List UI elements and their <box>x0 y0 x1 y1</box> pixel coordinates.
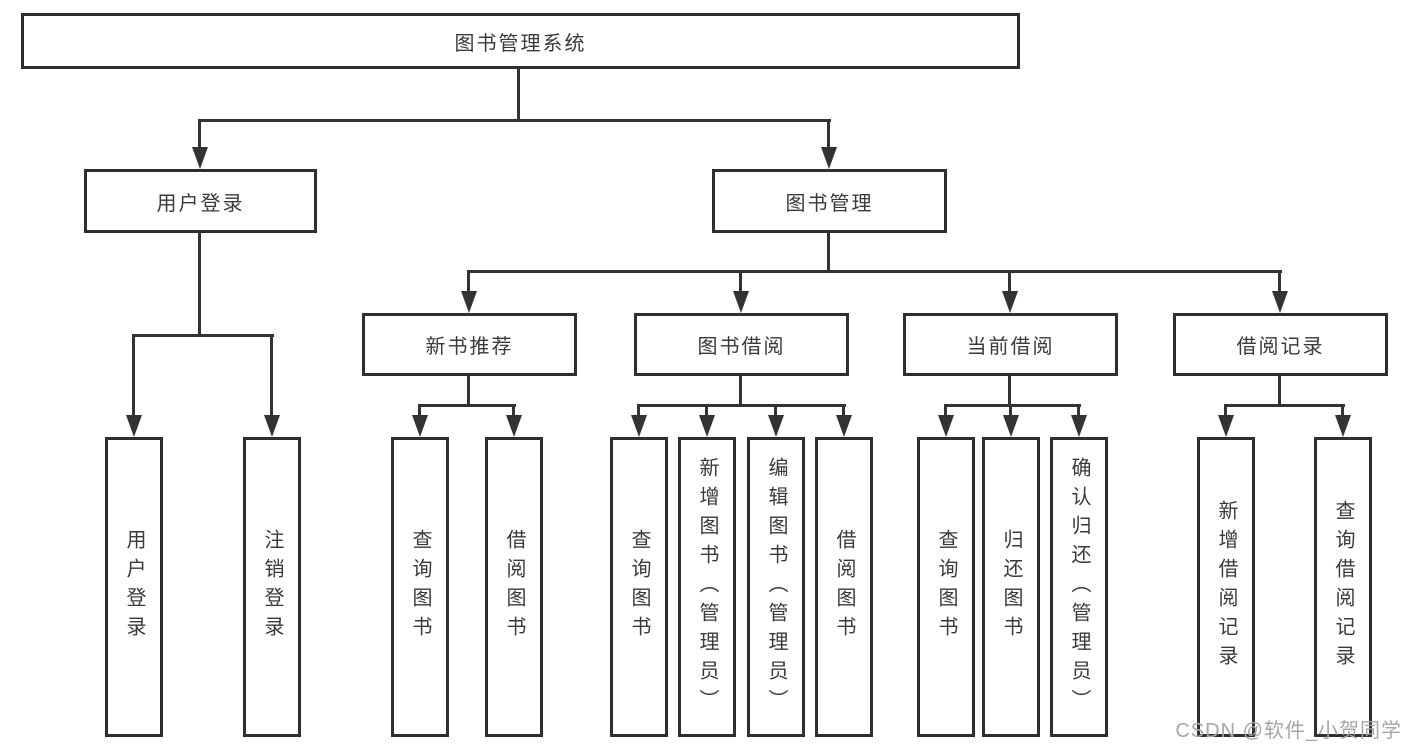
arrow-down-icon <box>1218 415 1234 437</box>
csdn-watermark: CSDN @软件_小贺同学 <box>1175 720 1402 742</box>
node-label: 图书借阅 <box>697 336 786 358</box>
connector-line <box>1008 376 1011 407</box>
node-label: 借阅图书 <box>833 529 855 645</box>
arrow-down-icon <box>506 415 522 437</box>
leaf-add-book-admin: 新增图书（管理员） <box>678 437 736 737</box>
node-label: 注销登录 <box>261 529 283 645</box>
node-label: 借阅图书 <box>503 529 525 645</box>
arrow-down-icon <box>821 147 837 169</box>
leaf-query-book-recommend: 查询图书 <box>391 437 449 737</box>
arrow-down-icon <box>461 291 477 313</box>
connector-line <box>827 233 830 273</box>
connector-line <box>739 271 742 295</box>
node-label: 编辑图书（管理员） <box>765 456 787 718</box>
connector-line <box>739 376 742 407</box>
leaf-return-book: 归还图书 <box>982 437 1040 737</box>
node-label: 查询图书 <box>409 529 431 645</box>
arrow-down-icon <box>126 415 142 437</box>
node-label: 新书推荐 <box>425 336 514 358</box>
arrow-down-icon <box>412 415 428 437</box>
connector-line <box>270 335 273 417</box>
connector-line <box>1009 405 1012 419</box>
connector-line <box>1278 271 1281 295</box>
connector-line <box>467 271 470 295</box>
connector-line <box>1224 404 1345 407</box>
leaf-add-borrow-record: 新增借阅记录 <box>1197 437 1255 737</box>
leaf-borrow-book-recommend: 借阅图书 <box>485 437 543 737</box>
node-label: 当前借阅 <box>966 336 1055 358</box>
connector-line <box>1008 271 1011 295</box>
connector-line <box>467 376 470 407</box>
arrow-down-icon <box>631 415 647 437</box>
node-new-book-recommend: 新书推荐 <box>362 313 577 376</box>
connector-line <box>637 405 640 419</box>
node-label: 图书管理 <box>785 192 874 215</box>
connector-line <box>1224 405 1227 419</box>
connector-line <box>1077 405 1080 419</box>
arrow-down-icon <box>733 291 749 313</box>
connector-line <box>418 404 516 407</box>
leaf-query-book-borrow: 查询图书 <box>610 437 668 737</box>
leaf-query-book-current: 查询图书 <box>917 437 975 737</box>
node-label: 用户登录 <box>156 192 245 215</box>
arrow-down-icon <box>1071 415 1087 437</box>
connector-line <box>132 334 274 337</box>
leaf-user-login: 用户登录 <box>105 437 163 737</box>
node-user-login: 用户登录 <box>84 169 317 233</box>
arrow-down-icon <box>699 415 715 437</box>
connector-line <box>198 119 831 122</box>
connector-line <box>944 405 947 419</box>
node-current-borrow: 当前借阅 <box>903 313 1118 376</box>
arrow-down-icon <box>768 415 784 437</box>
connector-line <box>705 405 708 419</box>
node-label: 借阅记录 <box>1236 336 1325 358</box>
arrow-down-icon <box>1003 415 1019 437</box>
node-label: 查询图书 <box>628 529 650 645</box>
node-label: 用户登录 <box>123 529 145 645</box>
connector-line <box>637 404 846 407</box>
connector-line <box>842 405 845 419</box>
connector-line <box>132 335 135 417</box>
leaf-query-borrow-record: 查询借阅记录 <box>1314 437 1372 737</box>
node-root-system: 图书管理系统 <box>21 13 1020 69</box>
leaf-edit-book-admin: 编辑图书（管理员） <box>747 437 805 737</box>
leaf-confirm-return-admin: 确认归还（管理员） <box>1050 437 1108 737</box>
node-label: 新增借阅记录 <box>1215 500 1237 674</box>
arrow-down-icon <box>192 147 208 169</box>
leaf-logout-login: 注销登录 <box>243 437 301 737</box>
arrow-down-icon <box>1335 415 1351 437</box>
node-borrow-record: 借阅记录 <box>1173 313 1388 376</box>
node-label: 新增图书（管理员） <box>696 456 718 718</box>
arrow-down-icon <box>264 415 280 437</box>
arrow-down-icon <box>938 415 954 437</box>
connector-line <box>1341 405 1344 419</box>
connector-line <box>467 270 1282 273</box>
node-book-management: 图书管理 <box>712 169 947 233</box>
node-label: 图书管理系统 <box>454 32 587 55</box>
connector-line <box>827 120 830 150</box>
arrow-down-icon <box>1272 291 1288 313</box>
connector-line <box>774 405 777 419</box>
connector-line <box>418 405 421 419</box>
connector-line <box>944 404 1081 407</box>
connector-line <box>198 233 201 336</box>
arrow-down-icon <box>836 415 852 437</box>
connector-line <box>512 405 515 419</box>
node-label: 确认归还（管理员） <box>1068 456 1090 718</box>
node-book-borrow: 图书借阅 <box>634 313 849 376</box>
connector-line <box>198 120 201 150</box>
connector-line <box>1278 376 1281 407</box>
node-label: 归还图书 <box>1000 529 1022 645</box>
leaf-borrow-book: 借阅图书 <box>815 437 873 737</box>
arrow-down-icon <box>1002 291 1018 313</box>
node-label: 查询借阅记录 <box>1332 500 1354 674</box>
node-label: 查询图书 <box>935 529 957 645</box>
connector-line <box>517 69 520 121</box>
